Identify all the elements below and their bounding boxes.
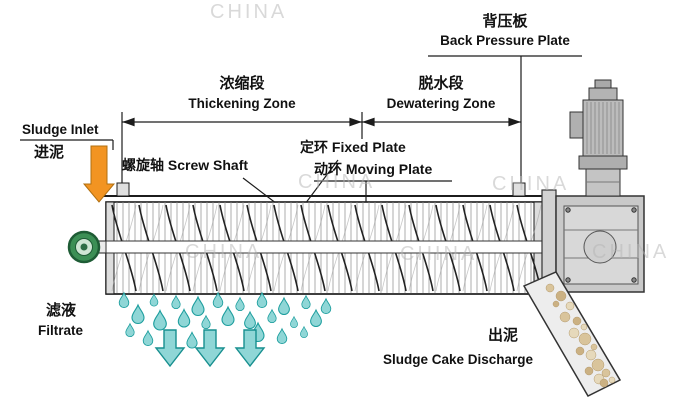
svg-text:CHINA: CHINA (400, 243, 477, 265)
label-thickening-zone-en: Thickening Zone (188, 96, 296, 111)
label-filtrate-zh: 滤液 (46, 302, 77, 319)
sludge-inlet-arrow (82, 145, 116, 203)
label-sludge-discharge-en: Sludge Cake Discharge (382, 352, 534, 367)
dimension-lines (20, 55, 582, 192)
filtrate-arrows (154, 329, 266, 368)
label-sludge-inlet-zh: 进泥 (34, 144, 65, 161)
label-back-pressure-plate-en: Back Pressure Plate (440, 33, 570, 48)
label-sludge-discharge-zh: 出泥 (488, 327, 519, 344)
label-filtrate-en: Filtrate (38, 323, 84, 338)
label-screw-shaft: 螺旋轴 Screw Shaft (122, 157, 249, 173)
svg-text:CHINA: CHINA (492, 173, 569, 195)
svg-text:CHINA: CHINA (185, 241, 262, 263)
label-fixed-plate: 定环 Fixed Plate (300, 139, 406, 155)
gearbox (541, 189, 645, 299)
label-thickening-zone-zh: 浓缩段 (219, 75, 265, 92)
svg-text:CHINA: CHINA (592, 241, 669, 263)
label-back-pressure-plate-zh: 背压板 (482, 13, 528, 30)
sludge-crumbs (545, 283, 616, 388)
svg-text:CHINA: CHINA (210, 1, 287, 23)
watermark-text: CHINA CHINA CHINA CHINA CHINA CHINA (185, 1, 669, 265)
label-dewatering-zone-en: Dewatering Zone (386, 96, 496, 111)
filtrate-drops (118, 292, 332, 349)
svg-text:CHINA: CHINA (298, 171, 375, 193)
label-dewatering-zone-zh: 脱水段 (418, 75, 464, 92)
machine-frame (100, 182, 556, 197)
label-moving-plate: 动环 Moving Plate (314, 161, 433, 177)
label-sludge-inlet-en: Sludge Inlet (22, 122, 99, 137)
bearing-hub (67, 230, 101, 264)
motor (569, 79, 628, 197)
